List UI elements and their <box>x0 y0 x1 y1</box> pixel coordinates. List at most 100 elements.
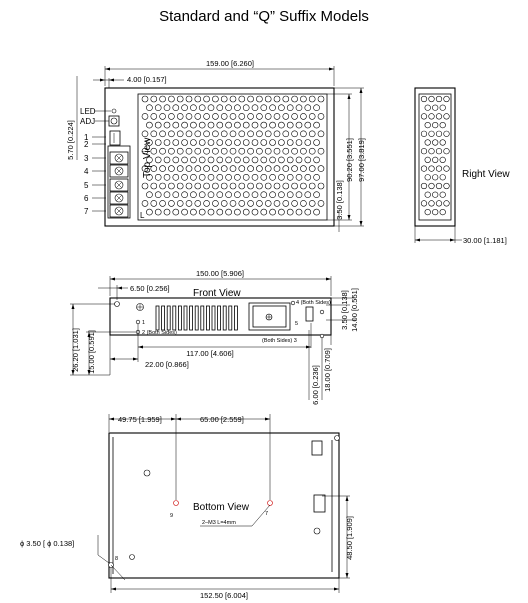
vent-hole <box>172 121 180 129</box>
bottom-screw-note: 2–M3 L=4mm <box>202 520 236 526</box>
vent-hole <box>163 156 171 164</box>
vent-hole <box>308 200 316 207</box>
vent-hole <box>168 182 175 190</box>
bottom-hole-8: 8 <box>115 556 118 562</box>
vent-hole <box>146 208 153 216</box>
top-dim-height-a: 90.20 [3.551] <box>345 138 354 182</box>
vent-hole <box>278 208 285 216</box>
vent-hole <box>278 121 285 129</box>
vent-hole <box>154 156 162 164</box>
vent-hole <box>269 104 276 111</box>
vent-hole <box>198 121 206 129</box>
vent-hole <box>168 95 175 103</box>
vent-hole <box>304 174 312 181</box>
vent-hole <box>273 130 281 138</box>
vent-hole <box>247 95 254 103</box>
vent-hole <box>154 121 162 129</box>
vent-hole <box>238 147 246 155</box>
vent-hole <box>150 165 158 172</box>
vent-slot <box>205 305 210 331</box>
vent-hole <box>163 191 171 198</box>
led-indicator <box>111 108 117 114</box>
vent-hole <box>273 147 281 155</box>
vent-hole <box>286 208 294 216</box>
vent-hole <box>300 182 307 190</box>
vent-hole <box>150 113 158 120</box>
vent-hole <box>216 174 224 181</box>
vent-hole <box>212 182 219 190</box>
vent-hole <box>220 147 228 155</box>
vent-hole <box>238 165 246 172</box>
vent-hole <box>428 148 435 155</box>
led-label: LED <box>80 107 96 116</box>
vent-hole <box>443 165 450 172</box>
vent-hole <box>141 200 149 207</box>
vent-hole <box>256 182 263 190</box>
vent-hole <box>282 95 290 103</box>
vent-hole <box>304 104 312 111</box>
vent-hole <box>278 191 285 198</box>
vent-hole <box>424 174 431 181</box>
terminal-label: 5 <box>84 181 89 190</box>
vent-slot <box>194 305 199 331</box>
vent-hole <box>317 95 325 103</box>
vent-hole <box>150 95 158 103</box>
vent-hole <box>295 174 303 181</box>
vent-hole <box>420 165 428 172</box>
vent-hole <box>176 182 184 190</box>
vent-hole <box>220 165 228 172</box>
vent-slot <box>183 305 188 331</box>
vent-hole <box>264 130 272 138</box>
front-dim-right-a: 3.50 [0.138] <box>340 290 349 330</box>
vent-hole <box>260 208 268 216</box>
vent-slot <box>233 305 238 331</box>
vent-hole <box>278 174 285 181</box>
vent-hole <box>154 139 162 146</box>
bottom-dim-mid: 65.00 [2.559] <box>200 415 244 424</box>
vent-hole <box>308 165 316 172</box>
vent-hole <box>291 182 298 190</box>
terminal-screw <box>109 151 129 165</box>
vent-hole <box>207 174 215 181</box>
vent-hole <box>238 182 246 190</box>
vent-hole <box>207 156 215 164</box>
vent-hole <box>432 156 439 163</box>
vent-hole <box>264 165 272 172</box>
vent-hole <box>185 113 193 120</box>
front-dim-left-v-b: 15.00 [0.591] <box>87 330 96 374</box>
vent-hole <box>308 113 316 120</box>
vent-hole <box>181 208 188 216</box>
vent-hole <box>220 95 228 103</box>
vent-hole <box>304 121 312 129</box>
bottom-view-label: Bottom View <box>193 502 250 513</box>
vent-hole <box>203 113 210 120</box>
vent-hole <box>291 147 298 155</box>
vent-hole <box>439 121 446 129</box>
vent-hole <box>190 156 197 164</box>
vent-hole <box>242 121 250 129</box>
vent-hole <box>439 174 446 181</box>
terminal-label: 7 <box>84 207 89 216</box>
vent-slot <box>211 305 216 331</box>
adj-label: ADJ <box>80 117 95 126</box>
vent-hole <box>247 200 254 207</box>
vent-hole <box>172 156 180 164</box>
vent-hole <box>286 104 294 111</box>
vent-hole <box>435 130 443 137</box>
vent-hole <box>264 182 272 190</box>
vent-hole <box>225 174 232 181</box>
vent-hole <box>159 165 166 172</box>
vent-hole <box>256 95 263 103</box>
vent-hole <box>295 139 303 146</box>
vent-hole <box>168 113 175 120</box>
vent-hole <box>146 104 153 111</box>
vent-hole <box>264 200 272 207</box>
vent-hole <box>181 139 188 146</box>
vent-hole <box>172 191 180 198</box>
bottom-view-outline <box>108 432 340 579</box>
vent-hole <box>190 139 197 146</box>
vent-hole <box>181 174 188 181</box>
vent-hole <box>300 113 307 120</box>
vent-hole <box>282 113 290 120</box>
